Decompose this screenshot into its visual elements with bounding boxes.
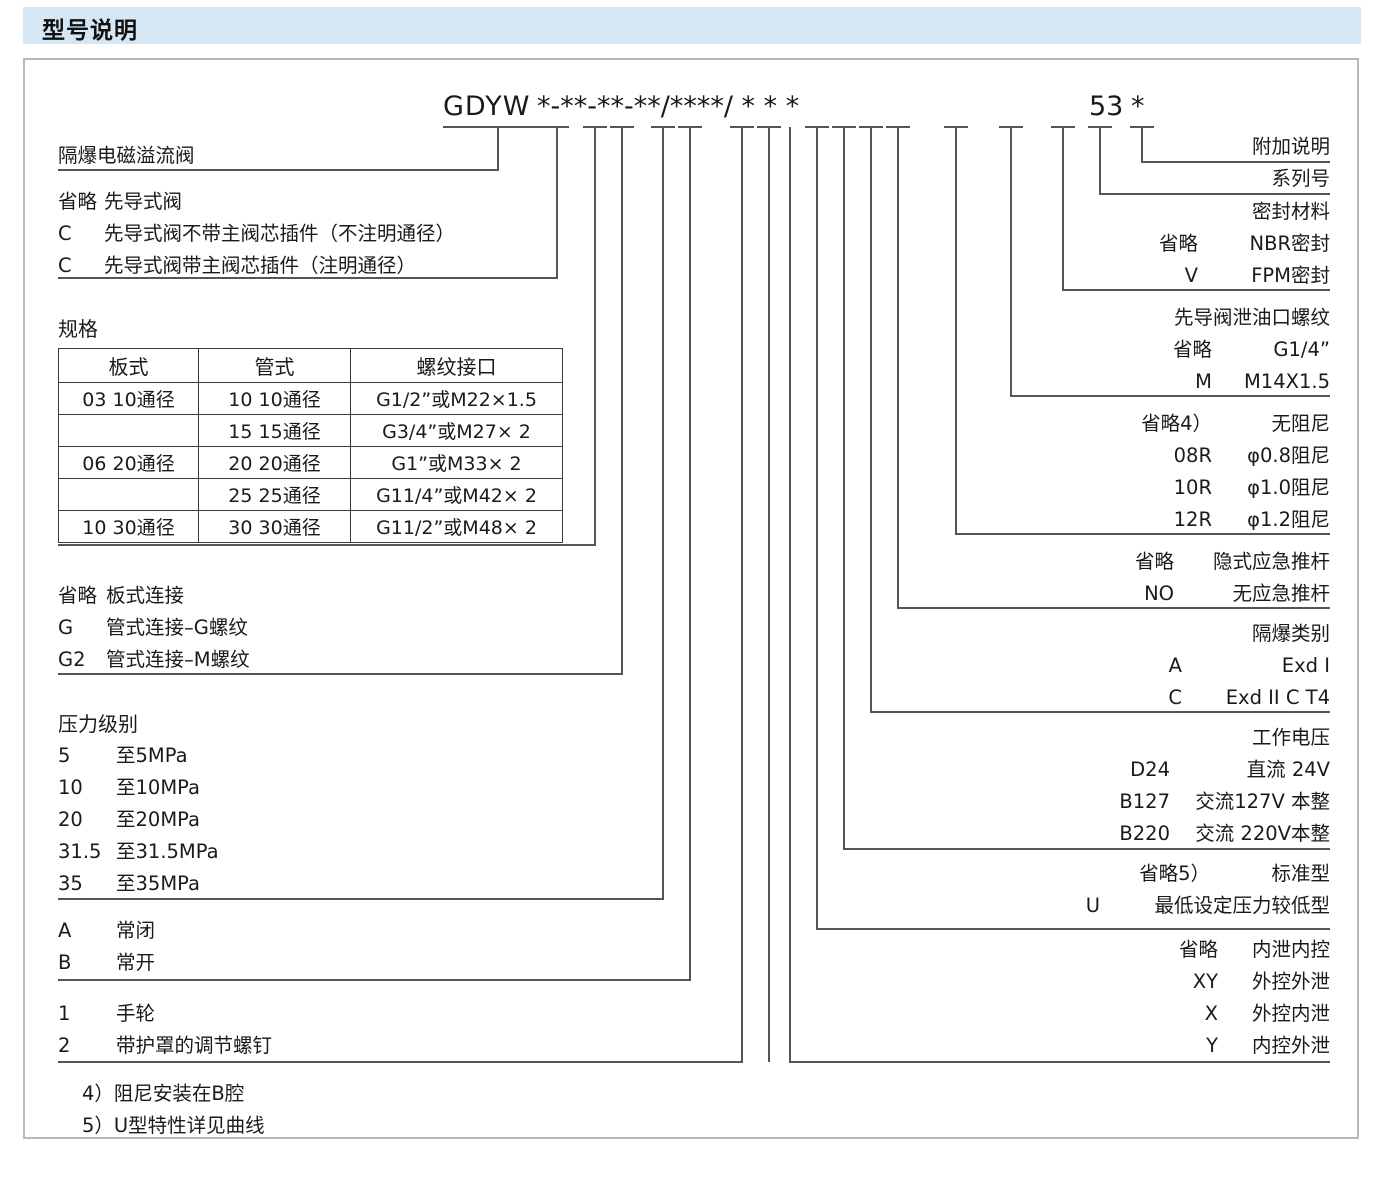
list-item: 省略隐式应急推杆: [1134, 550, 1330, 573]
table-row: 15 15通径 G3/4”或M27× 2: [58, 414, 563, 447]
table-row: 10 30通径 30 30通径 G11/2”或M48× 2: [58, 510, 563, 543]
table-row: 06 20通径 20 20通径 G1”或M33× 2: [58, 446, 563, 479]
list-item: 省略先导式阀: [58, 190, 183, 213]
list-item: 密封材料: [1251, 200, 1330, 223]
specification-table: 板式 管式 螺纹接口 03 10通径 10 10通径 G1/2”或M22×1.5…: [58, 348, 563, 543]
list-item: 工作电压: [1251, 726, 1330, 749]
header-band: [23, 7, 1361, 44]
list-item: 省略5）标准型: [1139, 862, 1330, 885]
table-row: 25 25通径 G11/4”或M42× 2: [58, 478, 563, 511]
list-item: 省略4）无阻尼: [1141, 412, 1330, 435]
footnotes: 4）阻尼安装在B腔 5）U型特性详见曲线: [82, 1078, 265, 1142]
footnote-item: 5）U型特性详见曲线: [82, 1114, 265, 1137]
model-code-pattern: *-**-**-**/****/ * * *: [537, 91, 800, 122]
model-code-prefix: GDYW: [443, 91, 531, 122]
model-code-row: GDYW *-**-**-**/****/ * * * 53 *: [0, 0, 1384, 122]
block-additional-note: 附加说明: [1252, 131, 1330, 163]
table-row: 03 10通径 10 10通径 G1/2”或M22×1.5: [58, 382, 563, 415]
specification-table-wrap: 板式 管式 螺纹接口 03 10通径 10 10通径 G1/2”或M22×1.5…: [58, 348, 563, 543]
page-title: 型号说明: [42, 18, 138, 44]
block-series-number: 系列号: [1271, 163, 1330, 195]
list-item: 隔爆电磁溢流阀: [58, 144, 195, 167]
list-item: 先导阀泄油口螺纹: [1173, 306, 1330, 329]
list-item: 隔爆类别: [1251, 622, 1330, 645]
col-header-thread: 螺纹接口: [350, 348, 563, 383]
footnote-item: 4）阻尼安装在B腔: [82, 1082, 245, 1105]
list-item: 附加说明: [1251, 135, 1330, 158]
model-code-suffix: *: [1131, 91, 1145, 122]
pressure-rating-title: 压力级别: [58, 712, 138, 736]
list-item: 省略板式连接: [58, 584, 185, 607]
list-item: 省略内泄内控: [1178, 938, 1330, 961]
table-header-row: 板式 管式 螺纹接口: [58, 348, 563, 383]
model-code-series: 53: [1089, 91, 1124, 122]
block-product-name: 隔爆电磁溢流阀: [58, 140, 195, 172]
list-item: 系列号: [1271, 167, 1330, 190]
specification-title: 规格: [58, 317, 98, 341]
col-header-plate: 板式: [58, 348, 199, 383]
col-header-pipe: 管式: [198, 348, 351, 383]
